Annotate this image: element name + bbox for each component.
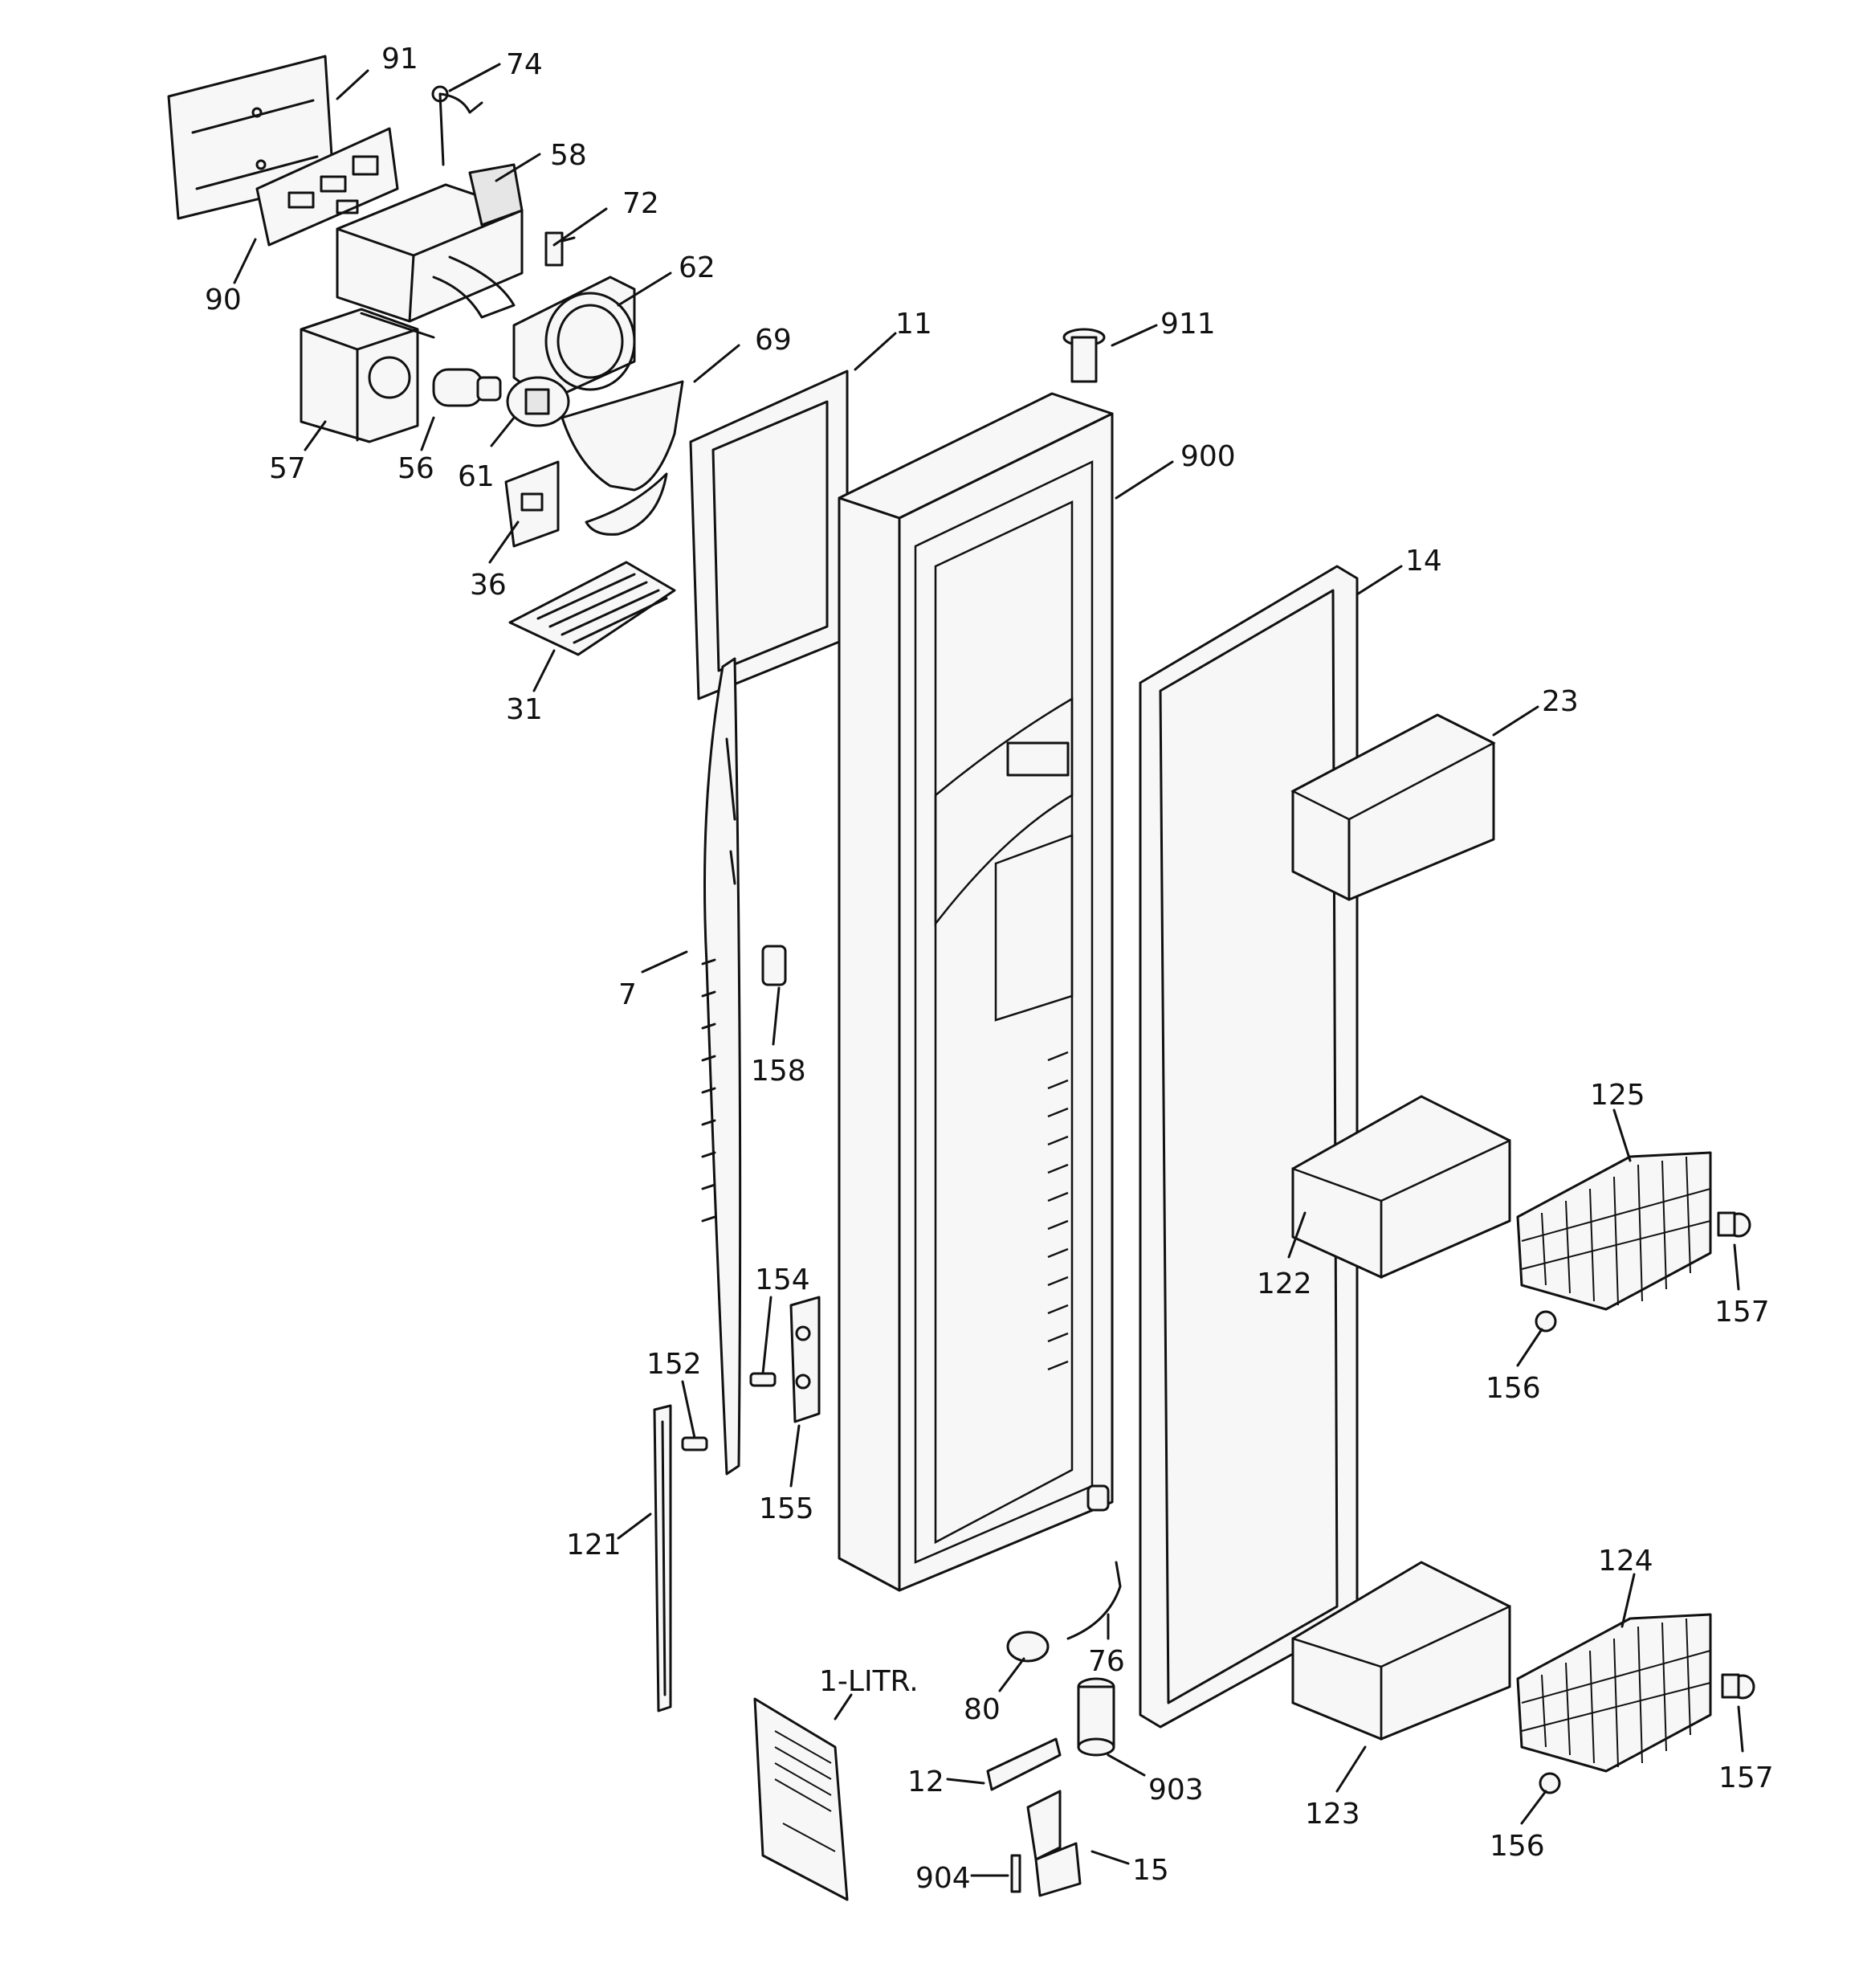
part-155-hinge xyxy=(789,1296,821,1423)
label-31: 31 xyxy=(506,693,543,726)
label-56: 56 xyxy=(397,452,434,485)
label-157-b: 157 xyxy=(1718,1761,1774,1794)
label-158: 158 xyxy=(751,1055,806,1088)
part-72-switch xyxy=(544,231,576,267)
part-62-ring xyxy=(512,276,636,403)
part-158-clip xyxy=(761,945,787,986)
part-56-coupling xyxy=(432,368,502,407)
part-12-bracket xyxy=(986,1737,1062,1791)
part-154-screw xyxy=(749,1372,777,1387)
label-903: 903 xyxy=(1148,1774,1204,1806)
label-62: 62 xyxy=(679,251,715,284)
part-36-bracket xyxy=(504,460,560,548)
label-58: 58 xyxy=(550,139,587,172)
part-1-litr-booklet xyxy=(753,1697,849,1901)
label-1-litr: 1-LITR. xyxy=(819,1665,919,1698)
part-15-hinge-block xyxy=(1026,1790,1082,1897)
part-57-motor-housing xyxy=(300,308,435,443)
label-91: 91 xyxy=(381,43,418,76)
label-36: 36 xyxy=(470,569,507,602)
label-904: 904 xyxy=(915,1862,971,1895)
part-152-screw xyxy=(681,1436,708,1451)
label-12: 12 xyxy=(907,1766,944,1798)
part-122-bin xyxy=(1291,1095,1511,1279)
part-904-screw xyxy=(1010,1854,1021,1893)
label-152: 152 xyxy=(646,1348,702,1381)
label-69: 69 xyxy=(755,324,792,357)
label-80: 80 xyxy=(964,1693,1001,1726)
label-156-a: 156 xyxy=(1486,1372,1541,1405)
label-11: 11 xyxy=(895,308,932,341)
part-74-spring xyxy=(431,85,483,166)
part-76-tube xyxy=(1066,1561,1122,1640)
label-911: 911 xyxy=(1160,308,1216,341)
part-123-bin xyxy=(1291,1561,1511,1741)
label-122: 122 xyxy=(1257,1268,1312,1300)
part-157-fastener-b xyxy=(1721,1673,1755,1700)
label-90: 90 xyxy=(205,284,242,316)
part-31-grille xyxy=(508,561,676,656)
part-labels: 91 74 58 72 90 62 69 11 911 57 56 61 900… xyxy=(205,43,1774,1895)
part-125-basket xyxy=(1516,1151,1712,1311)
part-58-housing xyxy=(336,163,524,323)
label-15: 15 xyxy=(1132,1854,1169,1887)
part-23-bin xyxy=(1290,713,1496,901)
leader-lines xyxy=(233,63,1744,1877)
part-157-fastener-a xyxy=(1717,1211,1751,1238)
part-121-trim xyxy=(653,1404,672,1712)
part-14-gasket xyxy=(1139,565,1359,1729)
label-57: 57 xyxy=(269,452,306,485)
part-69-chute xyxy=(561,380,684,536)
label-61: 61 xyxy=(458,460,495,493)
part-11-frame xyxy=(689,369,849,700)
part-80-fitting xyxy=(1006,1631,1050,1663)
label-23: 23 xyxy=(1542,685,1579,718)
label-156-b: 156 xyxy=(1490,1830,1545,1863)
part-903-cylinder xyxy=(1077,1677,1115,1757)
label-74: 74 xyxy=(506,48,543,81)
label-7: 7 xyxy=(618,978,637,1011)
label-123: 123 xyxy=(1305,1798,1360,1831)
part-7-handle xyxy=(701,657,742,1476)
part-911-plug xyxy=(1062,328,1106,383)
label-157-a: 157 xyxy=(1714,1296,1770,1329)
part-900-door xyxy=(838,392,1114,1592)
label-125: 125 xyxy=(1590,1079,1645,1112)
label-121: 121 xyxy=(566,1529,622,1561)
part-156-fastener-a xyxy=(1535,1310,1557,1333)
label-155: 155 xyxy=(759,1492,814,1525)
label-76: 76 xyxy=(1088,1645,1125,1678)
part-124-basket xyxy=(1516,1613,1712,1773)
label-14: 14 xyxy=(1405,545,1442,578)
label-72: 72 xyxy=(622,187,659,220)
label-900: 900 xyxy=(1180,440,1236,473)
part-156-fastener-b xyxy=(1539,1772,1561,1794)
part-61-cap xyxy=(506,376,570,427)
label-124: 124 xyxy=(1598,1545,1653,1578)
label-154: 154 xyxy=(755,1263,810,1296)
part-90-control-board xyxy=(255,127,399,247)
